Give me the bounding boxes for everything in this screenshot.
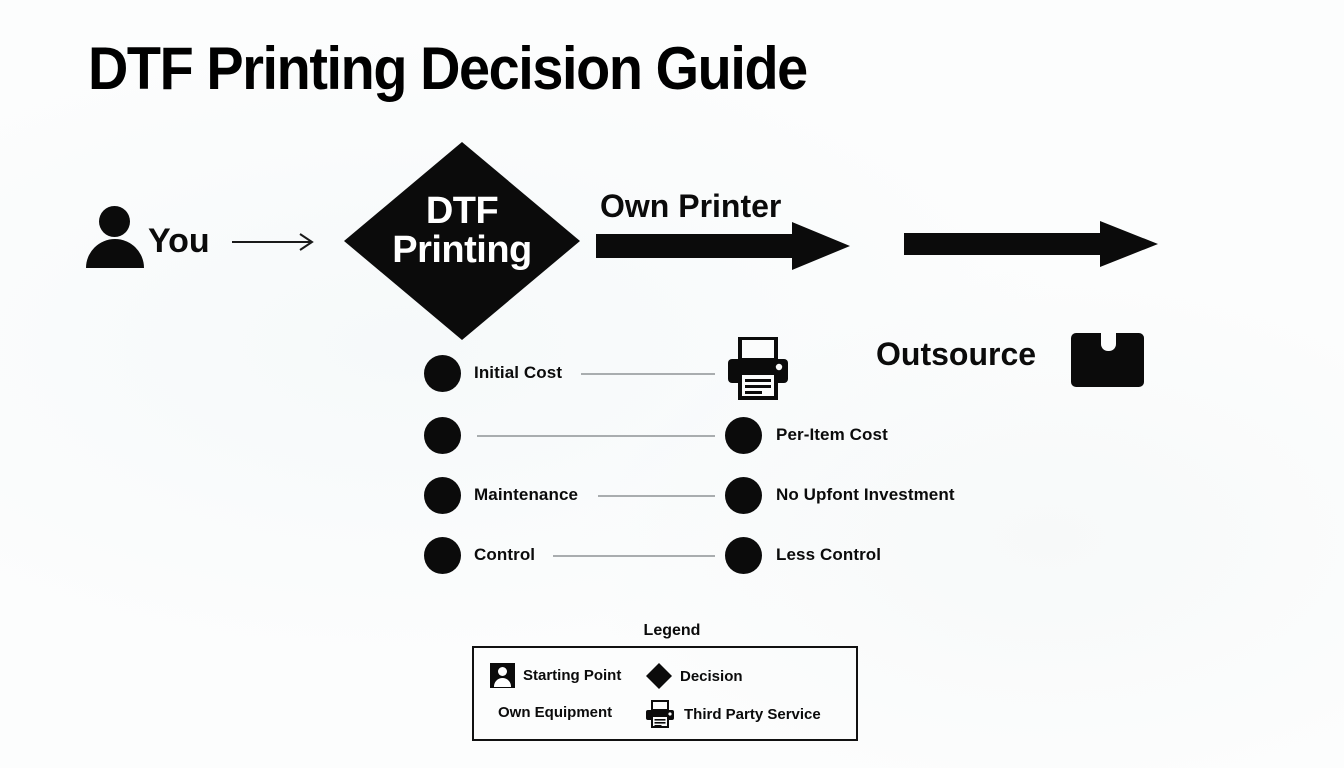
comparison-row: Per-Item Cost — [0, 417, 1344, 457]
decision-label-line1: DTF — [425, 190, 499, 232]
person-icon-head — [99, 206, 130, 237]
bullet-left — [424, 355, 461, 392]
comparison-label-right: Per-Item Cost — [776, 425, 888, 444]
bullet-right — [725, 417, 762, 454]
person-square-icon — [490, 663, 515, 688]
bullet-right — [725, 477, 762, 514]
person-icon — [86, 206, 144, 268]
legend-item-label: Own Equipment — [498, 704, 613, 721]
bullet-left — [424, 417, 461, 454]
comparison-label-left: Initial Cost — [474, 363, 563, 382]
decision-diamond: DTF Printing — [344, 142, 580, 340]
comparison-row: Initial Cost — [0, 337, 1344, 400]
start-node-label: You — [148, 222, 210, 260]
package-box-tab — [1101, 332, 1116, 351]
person-square-icon-body — [494, 678, 511, 687]
thick-arrow-own-printer-icon — [596, 222, 850, 270]
row-connector — [581, 373, 715, 375]
row-connector — [553, 555, 715, 557]
printer-icon — [646, 700, 674, 728]
bullet-left — [424, 477, 461, 514]
row-connector — [477, 435, 715, 437]
row-connector — [598, 495, 715, 497]
branch-label-outsource: Outsource — [876, 336, 1037, 372]
thin-arrow-icon — [232, 233, 314, 251]
diamond-icon — [646, 663, 672, 689]
bullet-left — [424, 537, 461, 574]
comparison-label-right: No Upfont Investment — [776, 485, 955, 504]
legend-item-label: Starting Point — [523, 667, 622, 684]
legend-item-third-party-service: Third Party Service — [644, 700, 821, 728]
legend-item-own-equipment: Own Equipment — [490, 700, 612, 725]
thick-arrow-outsource-icon — [904, 221, 1158, 267]
comparison-label-left: Control — [474, 545, 536, 564]
legend-item-starting-point: Starting Point — [490, 663, 621, 688]
branch-label-own-printer: Own Printer — [600, 188, 782, 224]
decision-label: DTF Printing — [344, 192, 580, 270]
legend-box: Starting Point Decision Own Equipment Th… — [472, 646, 858, 741]
person-square-icon-head — [498, 667, 507, 676]
page-title: DTF Printing Decision Guide — [88, 35, 808, 102]
comparison-row: Control Less Control — [0, 537, 1344, 577]
comparison-label-right: Less Control — [776, 545, 882, 564]
comparison-label-left: Maintenance — [474, 485, 579, 504]
decision-label-line2: Printing — [392, 228, 532, 271]
legend-item-label: Decision — [680, 667, 743, 685]
legend-title: Legend — [643, 622, 701, 639]
person-icon-body — [86, 239, 144, 268]
printer-icon — [728, 337, 788, 400]
legend-item-label: Third Party Service — [684, 705, 821, 723]
comparison-row: Maintenance No Upfont Investment — [0, 477, 1344, 517]
package-box-icon — [1071, 332, 1144, 387]
legend-item-decision: Decision — [646, 663, 743, 689]
bullet-right — [725, 537, 762, 574]
